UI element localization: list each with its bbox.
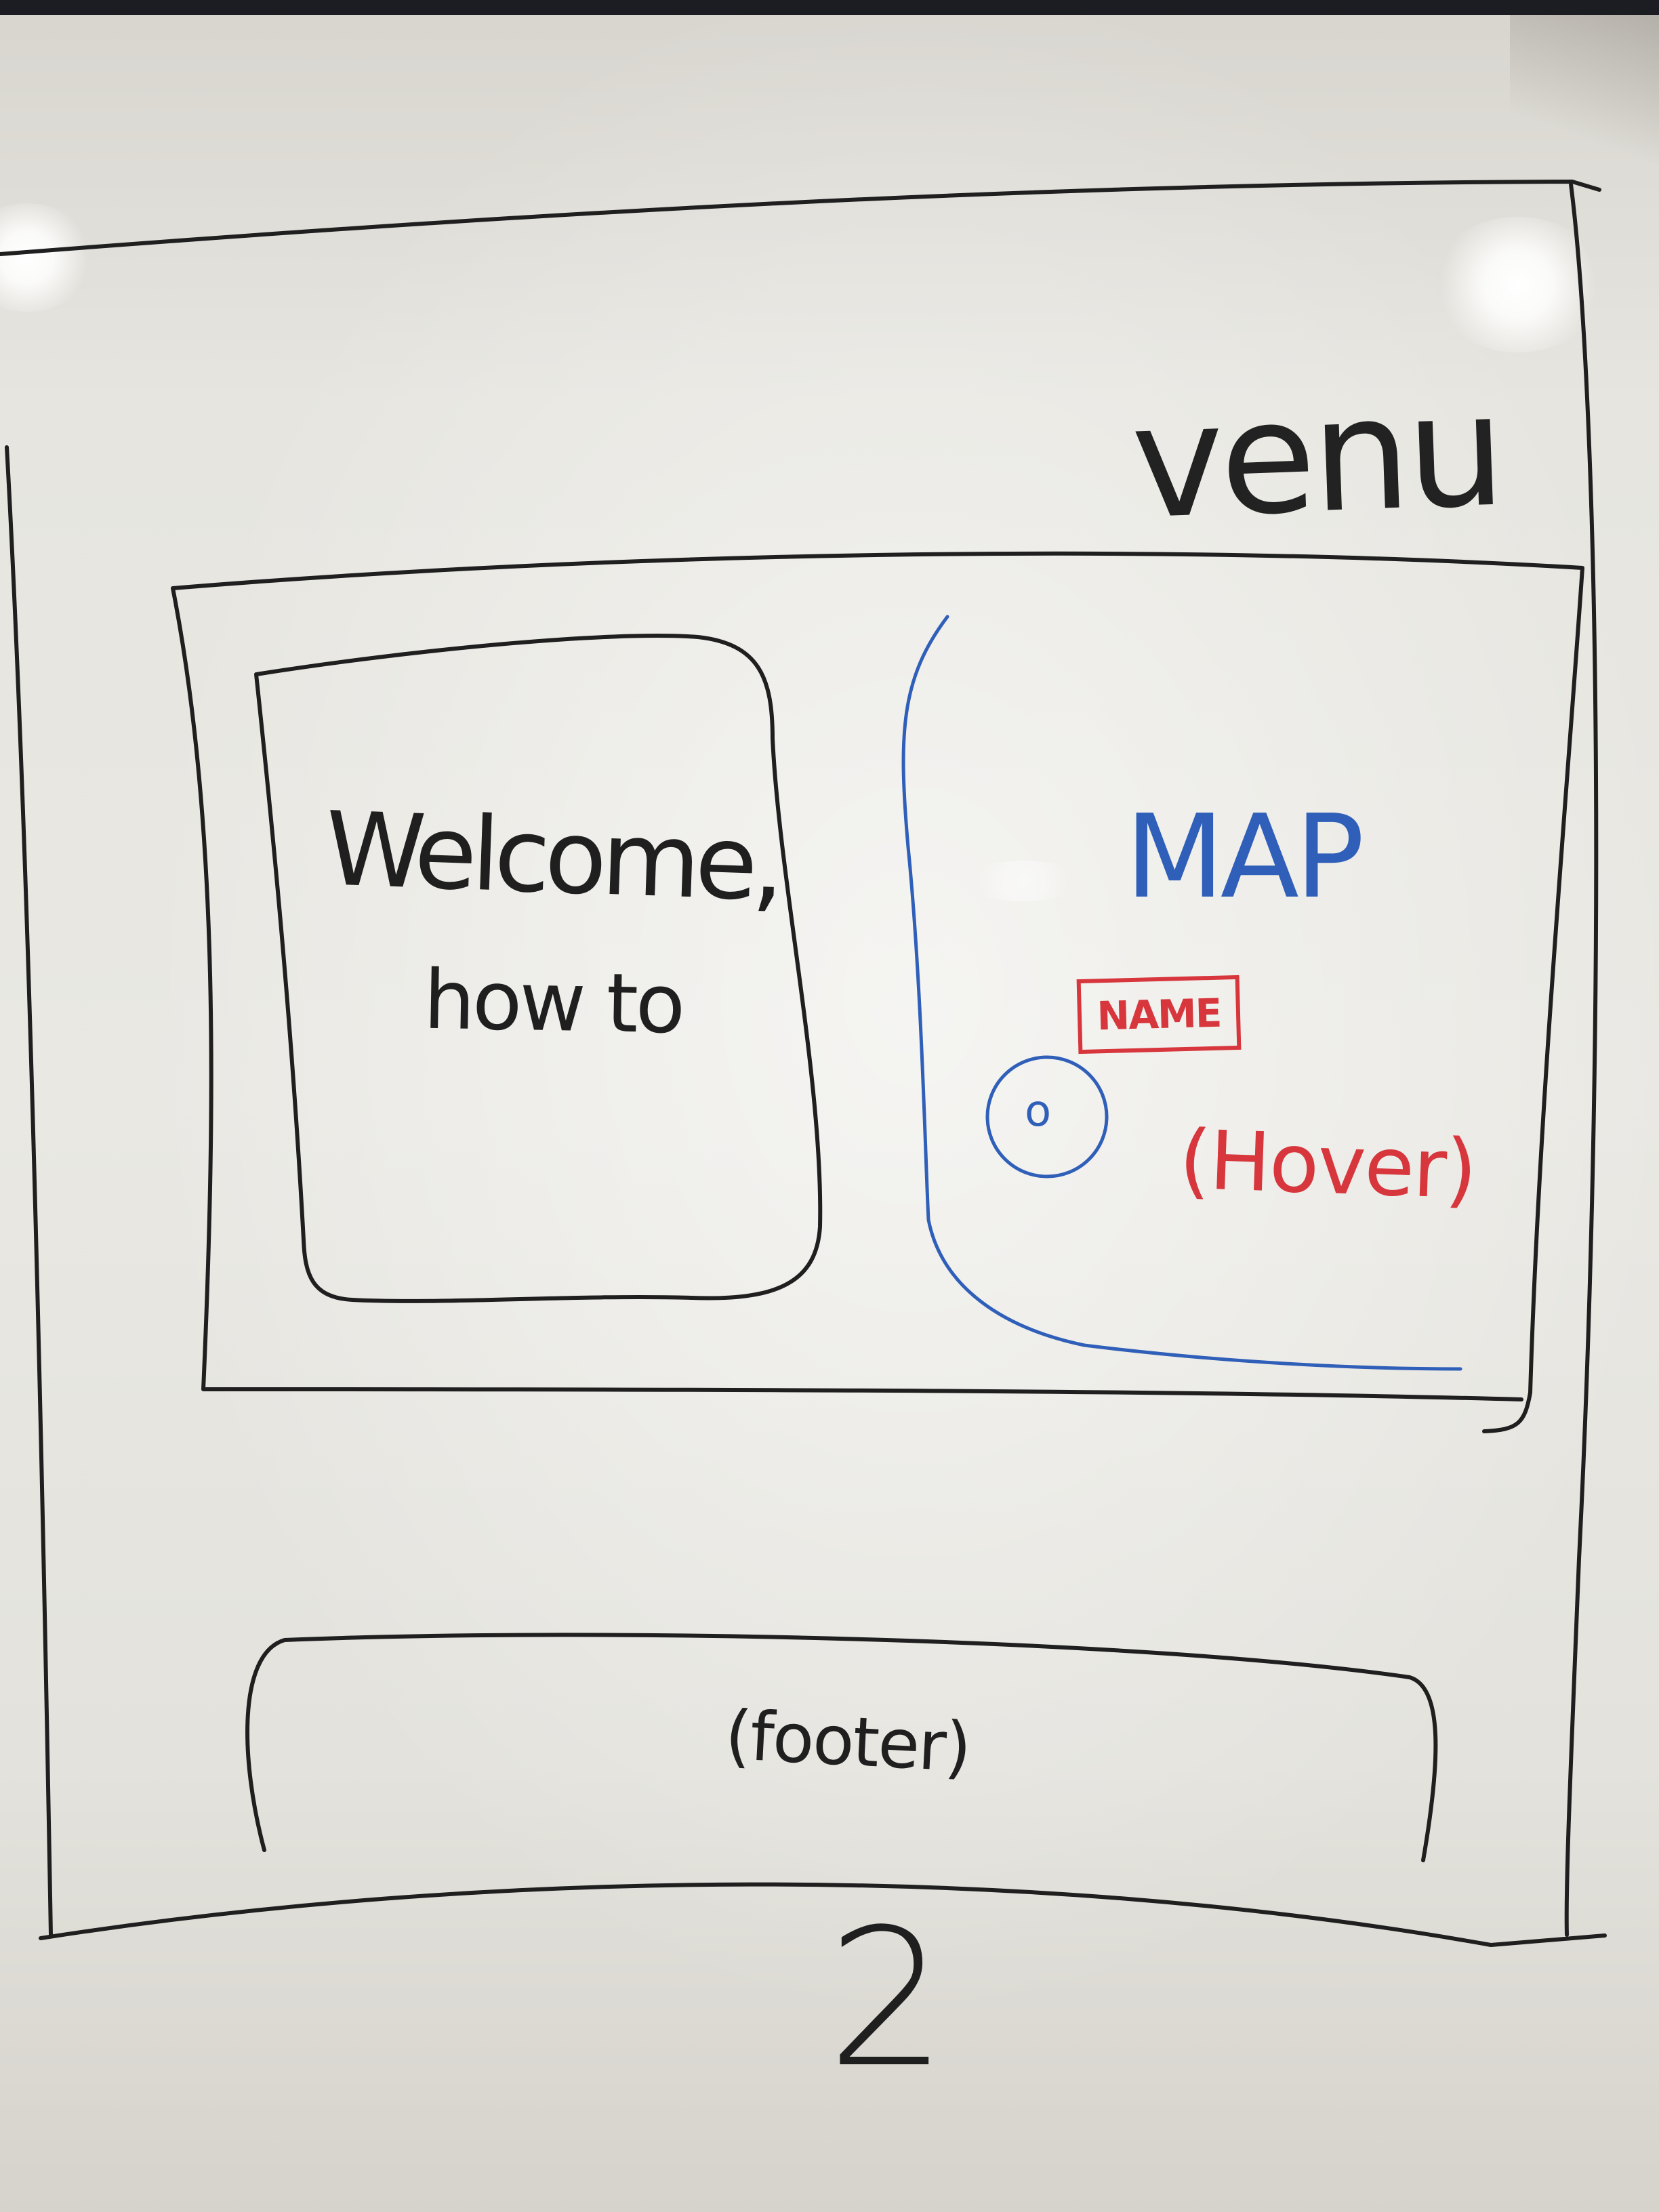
page-frame-bottom <box>39 1882 1607 1947</box>
welcome-heading: Welcome, <box>323 790 781 924</box>
map-boundary <box>901 615 1462 1371</box>
page-number: 2 <box>827 1889 948 2110</box>
whiteboard-frame-edge <box>0 0 1659 15</box>
map-pin-circle <box>985 1055 1109 1179</box>
page-frame-top <box>0 180 1601 256</box>
map-pin-marker: o <box>1025 1086 1052 1136</box>
welcome-subheading: how to <box>422 953 684 1052</box>
corner-shadow <box>1510 15 1659 178</box>
page-frame-right <box>1564 182 1599 1937</box>
map-name-tooltip: NAME <box>1076 975 1242 1054</box>
footer-box <box>245 1633 1438 1862</box>
hover-note: (Hover) <box>1177 1113 1477 1218</box>
hero-box <box>171 551 1584 1433</box>
footer-label: (footer) <box>723 1695 972 1788</box>
map-title: MAP <box>1125 790 1364 924</box>
map-name-tooltip-label: NAME <box>1096 989 1222 1040</box>
welcome-box <box>254 634 823 1303</box>
page-frame-left <box>5 445 53 1937</box>
light-glare-mid <box>962 861 1084 901</box>
brand-logo-text: venu <box>1128 360 1504 554</box>
